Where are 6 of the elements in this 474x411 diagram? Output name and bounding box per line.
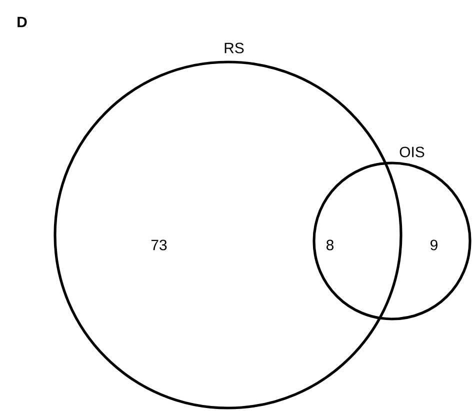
count-label: 9 <box>430 240 438 250</box>
node-label: OIS <box>400 146 424 158</box>
panel-letter: D <box>18 16 27 28</box>
count-label: 8 <box>326 240 334 250</box>
node-label: RS <box>224 42 244 54</box>
count-label: 73 <box>151 240 167 250</box>
